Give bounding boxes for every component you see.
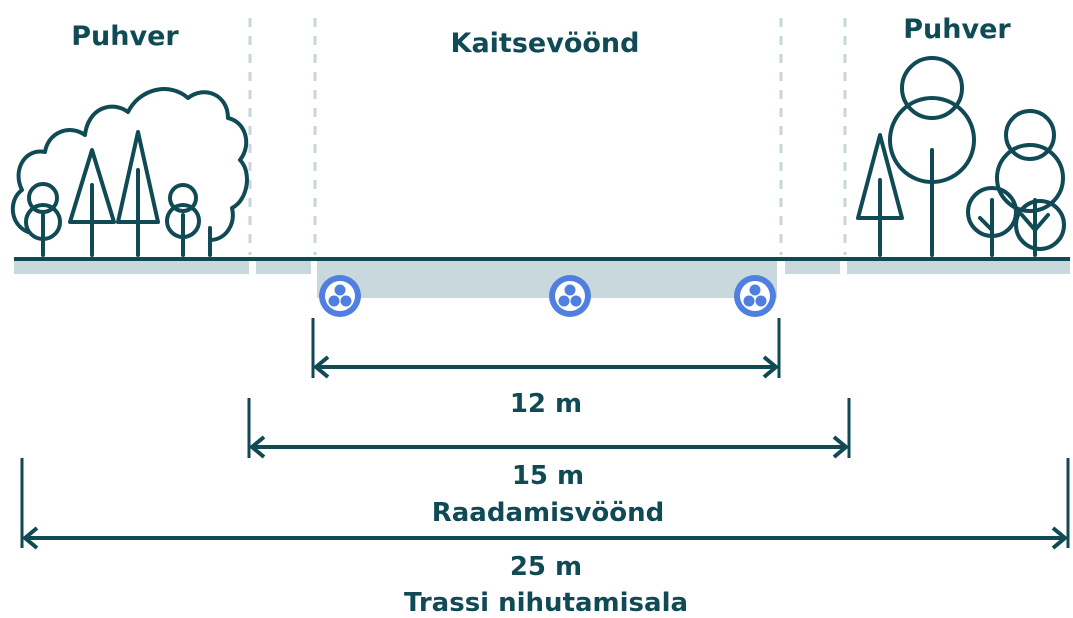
cable-icon-2 [549,275,591,317]
ground [14,257,1070,298]
cable-icon-1 [319,275,361,317]
cables [319,275,776,317]
dimension-25m-caption: Trassi nihutamisala [404,588,688,618]
dimension-12m-value: 12 m [510,389,582,419]
buffer-left-label: Puhver [71,21,179,52]
dimension-15m-value: 15 m [512,461,584,491]
tree-group-left-icon [11,87,249,257]
dimension-25m: 25 m Trassi nihutamisala [20,458,1070,618]
tree-group-right-icon [856,56,1066,257]
dimension-15m: 15 m Raadamisvöönd [247,398,851,528]
dimension-15m-caption: Raadamisvöönd [432,498,665,528]
dimension-12m: 12 m [311,318,781,419]
cable-icon-3 [734,275,776,317]
protection-zone-label: Kaitsevöönd [451,28,640,59]
dimension-25m-value: 25 m [510,552,582,582]
zone-boundaries [248,18,847,255]
buffer-right-label: Puhver [903,14,1011,45]
